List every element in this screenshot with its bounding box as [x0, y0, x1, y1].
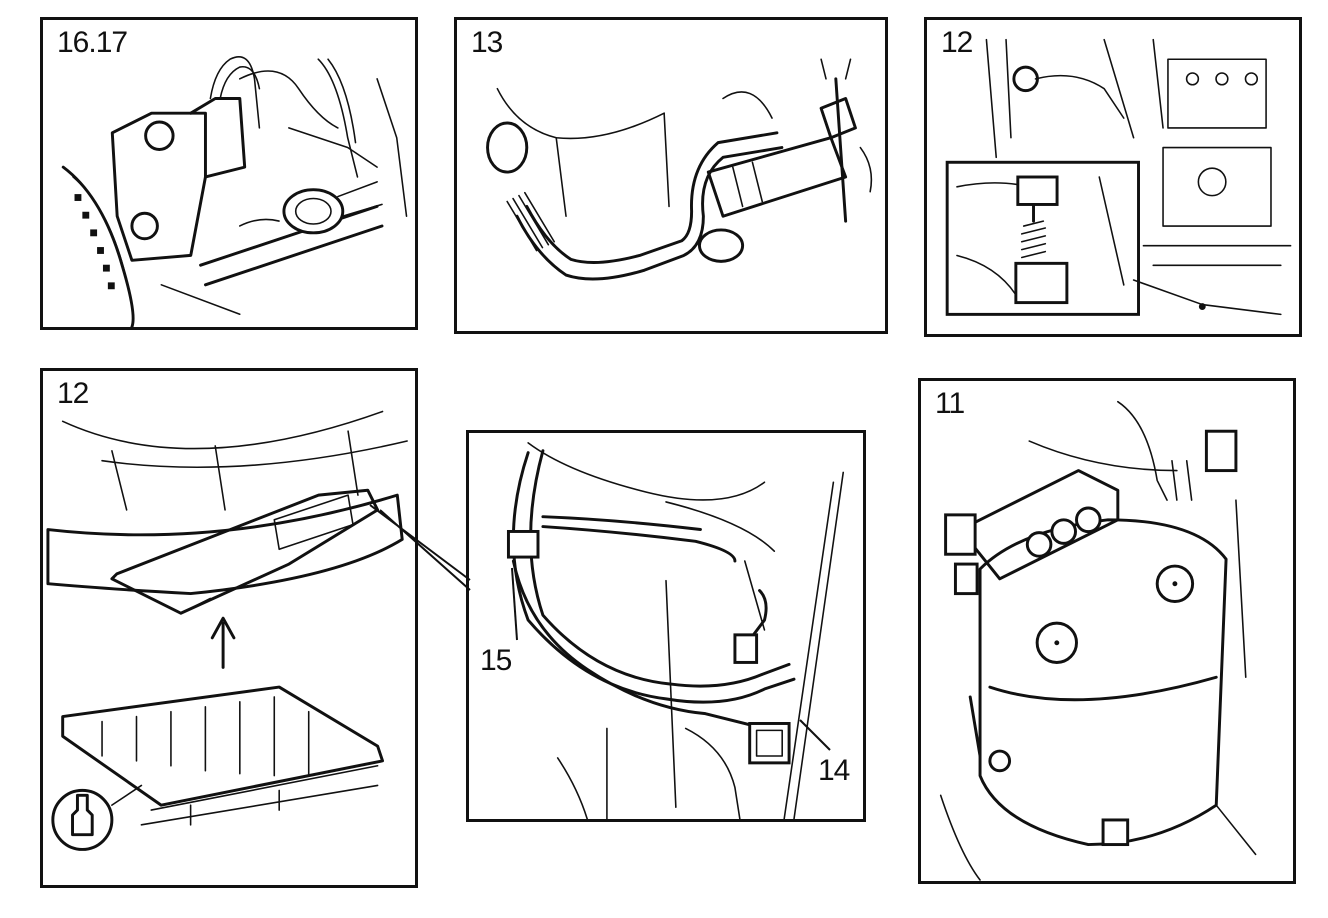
- hoses-drawing: [506, 442, 845, 819]
- exhaust-drawing: [486, 58, 873, 281]
- panel-exhaust-hanger: 13: [454, 17, 888, 334]
- panel-bumper-grille: 12: [40, 368, 418, 888]
- callout-15: 15: [480, 644, 512, 677]
- panel-number: 11: [933, 387, 967, 421]
- panel-number: 16.17: [55, 26, 130, 60]
- bumper-drawing: [46, 410, 408, 851]
- engine-mount-drawing: [61, 56, 408, 327]
- callout-14: 14: [818, 754, 850, 787]
- panel-number: 13: [469, 26, 505, 60]
- panel-number: 12: [939, 26, 975, 60]
- engine-bay-drawing: [945, 38, 1292, 316]
- panel-hoses: [466, 430, 866, 822]
- panel-engine-bay: 12: [924, 17, 1302, 337]
- panel-engine-mount: 16.17: [40, 17, 418, 330]
- compressor-drawing: [939, 400, 1257, 881]
- panel-compressor: 11: [918, 378, 1296, 884]
- panel-number: 12: [55, 377, 91, 411]
